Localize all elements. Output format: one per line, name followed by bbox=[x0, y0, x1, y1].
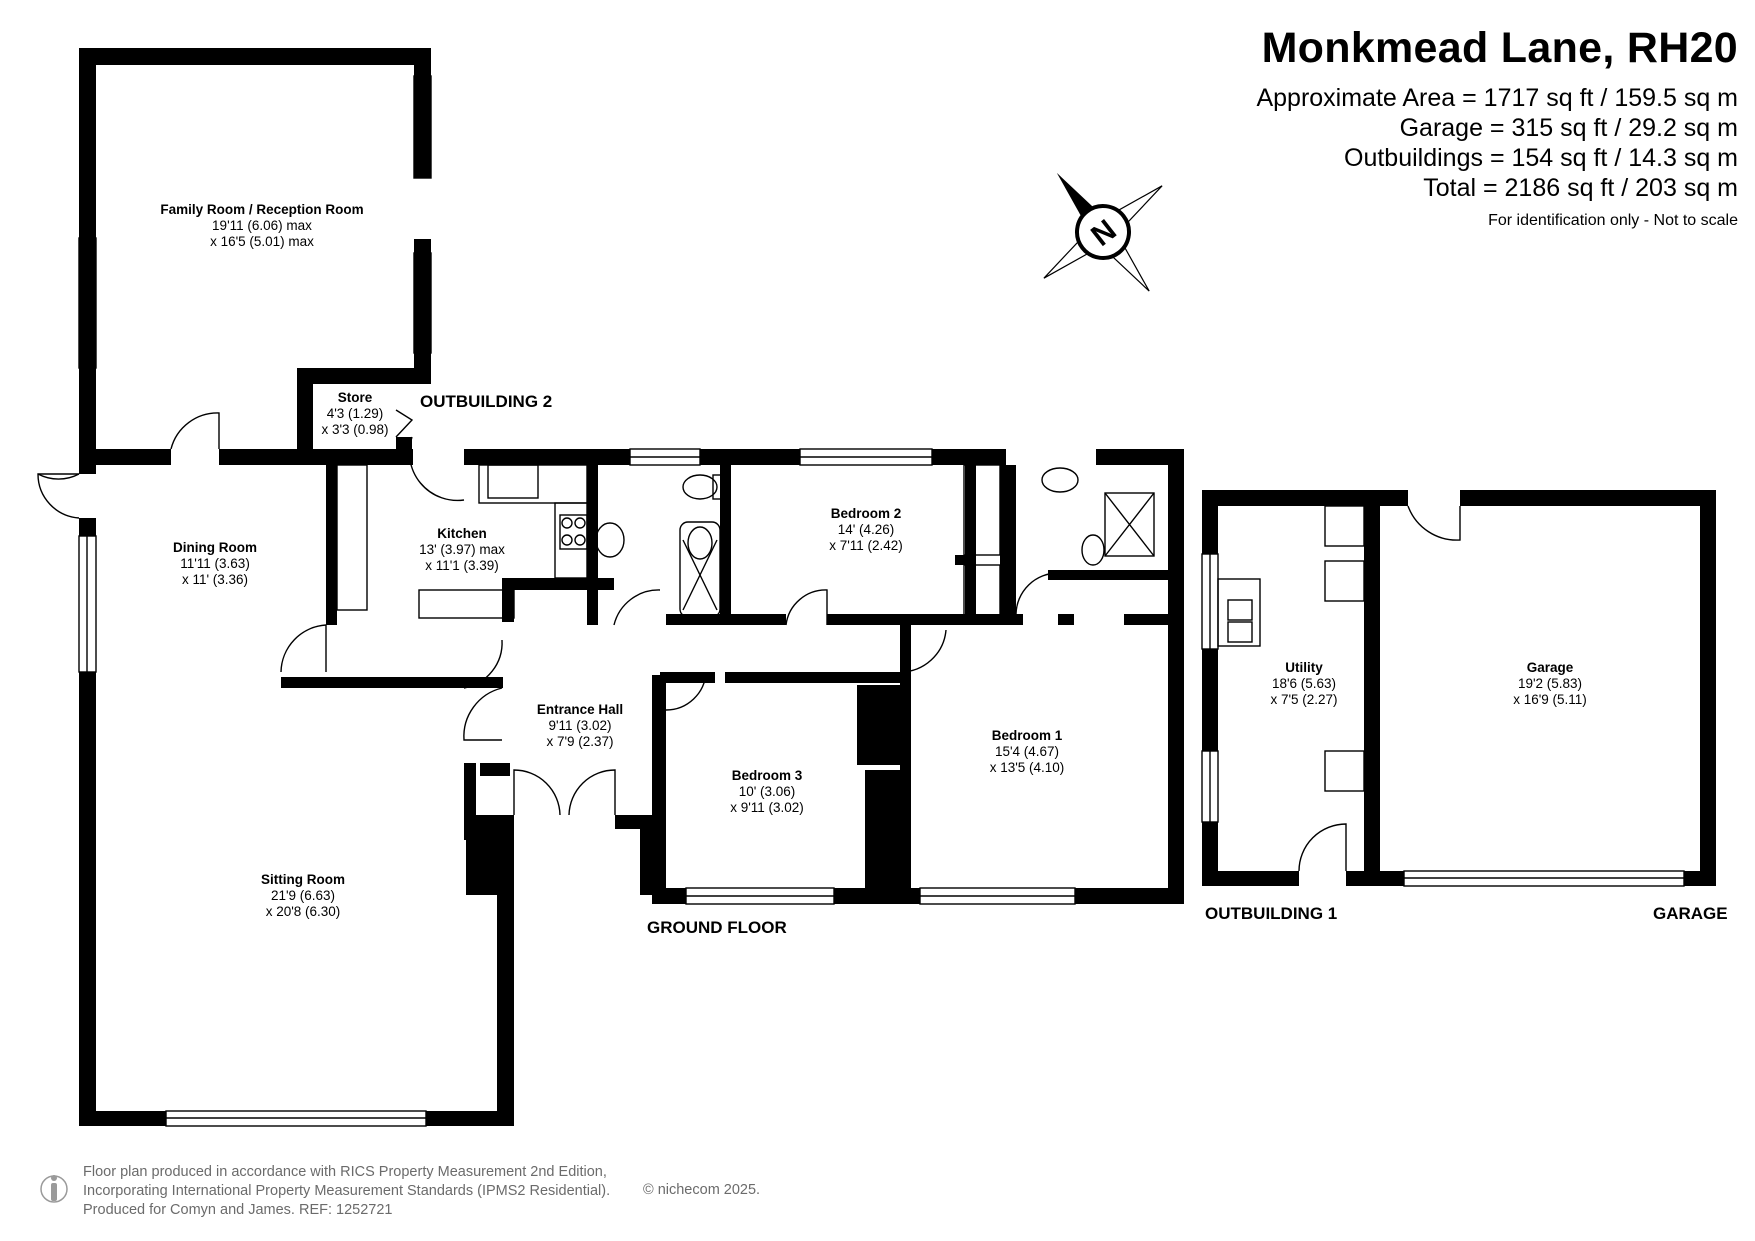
room-dim2: x 13'5 (4.10) bbox=[989, 760, 1065, 775]
room-name: Bedroom 2 bbox=[830, 506, 902, 521]
room-name: Family Room / Reception Room bbox=[160, 202, 364, 217]
room-name: Bedroom 3 bbox=[731, 768, 803, 783]
person-icon bbox=[40, 1175, 68, 1203]
footer-copyright: © nichecom 2025. bbox=[643, 1182, 761, 1198]
page-title: Monkmead Lane, RH20 bbox=[1261, 24, 1738, 72]
room-kitchen: Kitchen 13' (3.97) max x 11'1 (3.39) bbox=[419, 526, 505, 574]
room-dim2: x 3'3 (0.98) bbox=[321, 422, 389, 437]
area-outbuildings: Outbuildings = 154 sq ft / 14.3 sq m bbox=[1344, 144, 1738, 172]
room-name: Entrance Hall bbox=[536, 702, 624, 717]
floor-label-outbuilding1: OUTBUILDING 1 bbox=[1205, 904, 1338, 923]
room-store: Store 4'3 (1.29) x 3'3 (0.98) bbox=[321, 390, 388, 438]
room-dim1: 10' (3.06) bbox=[738, 784, 796, 799]
room-sitting: Sitting Room 21'9 (6.63) x 20'8 (6.30) bbox=[261, 872, 345, 920]
fixtures bbox=[37, 75, 1685, 1127]
room-dim1: 19'11 (6.06) max bbox=[212, 218, 312, 233]
floor-label-garage: GARAGE bbox=[1653, 904, 1728, 923]
room-bedroom3: Bedroom 3 10' (3.06) x 9'11 (3.02) bbox=[730, 768, 804, 816]
compass bbox=[1043, 172, 1163, 292]
room-dim2: x 7'9 (2.37) bbox=[546, 734, 614, 749]
room-name: Bedroom 1 bbox=[991, 728, 1063, 743]
room-dim2: x 20'8 (6.30) bbox=[265, 904, 341, 919]
room-name: Sitting Room bbox=[261, 872, 345, 887]
room-dim1: 4'3 (1.29) bbox=[326, 406, 384, 421]
room-bedroom2: Bedroom 2 14' (4.26) x 7'11 (2.42) bbox=[829, 506, 903, 554]
floor-label-outbuilding2: OUTBUILDING 2 bbox=[420, 392, 553, 411]
area-approx: Approximate Area = 1717 sq ft / 159.5 sq… bbox=[1256, 84, 1738, 112]
room-dim1: 21'9 (6.63) bbox=[270, 888, 336, 903]
room-dim1: 9'11 (3.02) bbox=[548, 718, 612, 733]
room-name: Utility bbox=[1285, 660, 1323, 675]
identification-note: For identification only - Not to scale bbox=[1488, 212, 1738, 229]
room-dim1: 14' (4.26) bbox=[837, 522, 895, 537]
room-dim2: x 7'11 (2.42) bbox=[829, 538, 903, 553]
room-dim1: 13' (3.97) max bbox=[419, 542, 505, 557]
room-name: Dining Room bbox=[173, 540, 257, 555]
room-dim2: x 11' (3.36) bbox=[181, 572, 249, 587]
room-name: Garage bbox=[1526, 660, 1574, 675]
room-dim2: x 16'9 (5.11) bbox=[1513, 692, 1587, 707]
room-name: Store bbox=[337, 390, 373, 405]
room-family: Family Room / Reception Room 19'11 (6.06… bbox=[160, 202, 363, 250]
footer-line1: Floor plan produced in accordance with R… bbox=[83, 1164, 607, 1180]
room-dim1: 15'4 (4.67) bbox=[994, 744, 1060, 759]
area-garage: Garage = 315 sq ft / 29.2 sq m bbox=[1399, 114, 1738, 142]
room-utility: Utility 18'6 (5.63) x 7'5 (2.27) bbox=[1270, 660, 1337, 708]
room-name: Kitchen bbox=[437, 526, 487, 541]
room-dim1: 18'6 (5.63) bbox=[1271, 676, 1337, 691]
room-dining: Dining Room 11'11 (3.63) x 11' (3.36) bbox=[173, 540, 257, 588]
room-bedroom1: Bedroom 1 15'4 (4.67) x 13'5 (4.10) bbox=[990, 728, 1065, 776]
footer-notes: Floor plan produced in accordance with R… bbox=[83, 1163, 610, 1220]
room-dim1: 19'2 (5.83) bbox=[1517, 676, 1583, 691]
room-garage: Garage 19'2 (5.83) x 16'9 (5.11) bbox=[1513, 660, 1587, 708]
room-dim2: x 16'5 (5.01) max bbox=[210, 234, 314, 249]
footer-line3: Produced for Comyn and James. REF: 12527… bbox=[83, 1202, 393, 1218]
room-dim2: x 11'1 (3.39) bbox=[425, 558, 499, 573]
room-dim2: x 9'11 (3.02) bbox=[730, 800, 804, 815]
room-dim1: 11'11 (3.63) bbox=[180, 556, 250, 571]
room-entrance-hall: Entrance Hall 9'11 (3.02) x 7'9 (2.37) bbox=[537, 702, 623, 750]
floor-label-ground: GROUND FLOOR bbox=[647, 918, 787, 937]
area-total: Total = 2186 sq ft / 203 sq m bbox=[1423, 174, 1738, 202]
room-dim2: x 7'5 (2.27) bbox=[1270, 692, 1338, 707]
footer-line2: Incorporating International Property Mea… bbox=[83, 1183, 611, 1199]
